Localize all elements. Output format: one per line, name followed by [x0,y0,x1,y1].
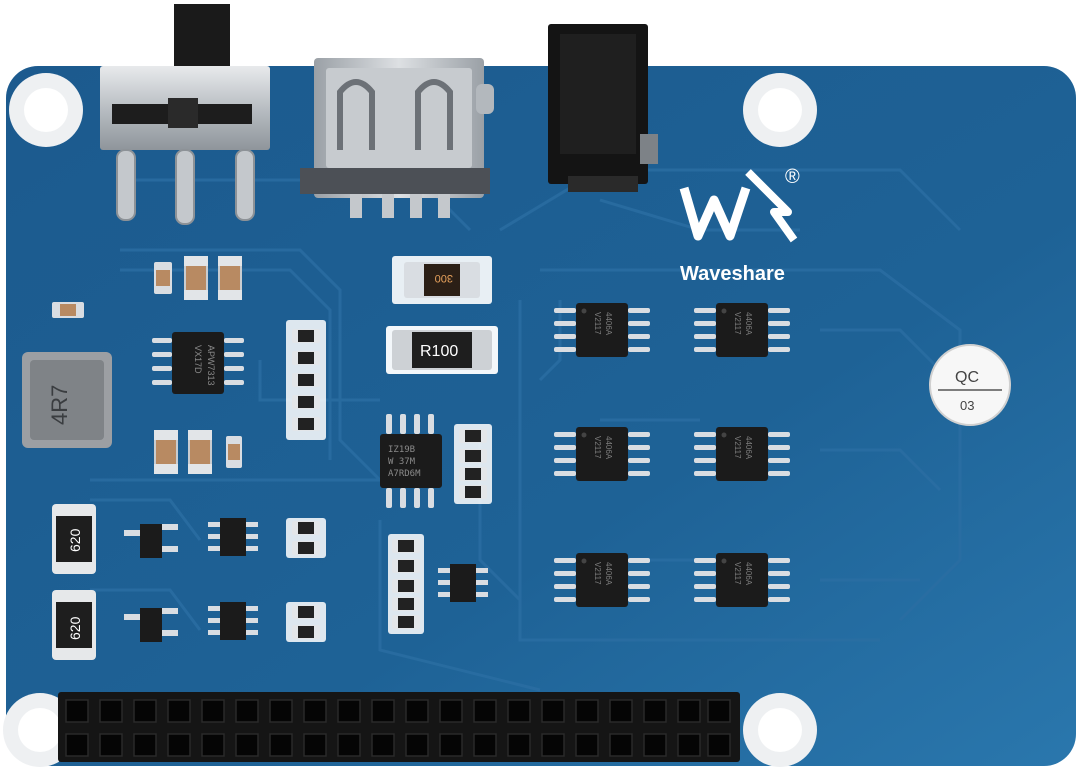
qc-sticker [929,344,1011,426]
mounting-hole-top-right [743,73,817,147]
controller-chip [380,414,442,508]
mosfet-1-line1: 4406A [604,312,613,336]
mosfet-4-line1: 4406A [744,436,753,460]
mosfet-1-line2: V2117 [593,312,602,335]
mosfet-4-line2: V2117 [733,436,742,459]
mosfet-6-line1: 4406A [744,562,753,586]
mosfet-2-line2: V2117 [733,312,742,335]
resistor-array [388,534,424,634]
mosfet-3-line1: 4406A [604,436,613,460]
power-resistor [52,504,96,574]
smd-resistor-300 [392,256,492,304]
mounting-hole-bottom-right [743,693,817,767]
controller-chip-line2: W 37M [388,457,416,467]
qc-sticker-line2: 03 [960,398,974,413]
small-ic [208,602,258,640]
small-ic [208,518,258,556]
capacitor [184,256,208,300]
capacitor [226,436,242,468]
mosfet-2-line1: 4406A [744,312,753,336]
waveshare-logo-icon [679,169,798,243]
inductor [22,352,112,448]
resistor [286,602,326,642]
qc-sticker-line1: QC [955,369,979,386]
smd-resistor-300-label: 300 [435,272,453,284]
regulator-chip-line1: APW7313 [206,345,216,386]
controller-chip-line3: A7RD6M [388,469,421,479]
inductor-label: 4R7 [47,385,72,425]
mounting-hole-top-left [9,73,83,147]
resistor [286,518,326,558]
shunt-resistor [386,326,498,374]
pcb-board [6,66,1076,766]
capacitor [218,256,242,300]
regulator-chip [152,332,244,394]
power-resistor [52,590,96,660]
slide-switch [100,4,270,225]
transistor [124,608,178,642]
controller-chip-line1: IZ19B [388,445,415,455]
mosfet-6-line2: V2117 [733,562,742,585]
mosfet-5-line2: V2117 [593,562,602,585]
capacitor [154,262,172,294]
registered-mark: ® [785,166,800,188]
regulator-chip-line2: VX17D [193,345,203,374]
power-resistor-2-label: 620 [67,616,83,640]
dc-power-jack [548,24,658,192]
capacitor [188,430,212,474]
brand-name: Waveshare [680,263,785,285]
capacitor [154,430,178,474]
resistor-array [454,424,492,504]
resistor-array [286,320,326,440]
mosfet-3-line2: V2117 [593,436,602,459]
shunt-resistor-label: R100 [420,343,458,360]
usb-connector [300,58,494,218]
transistor [124,524,178,558]
mosfet-5-line1: 4406A [604,562,613,586]
gpio-header [58,692,740,762]
power-resistor-1-label: 620 [67,528,83,552]
capacitor [52,302,84,318]
small-ic [438,564,488,602]
